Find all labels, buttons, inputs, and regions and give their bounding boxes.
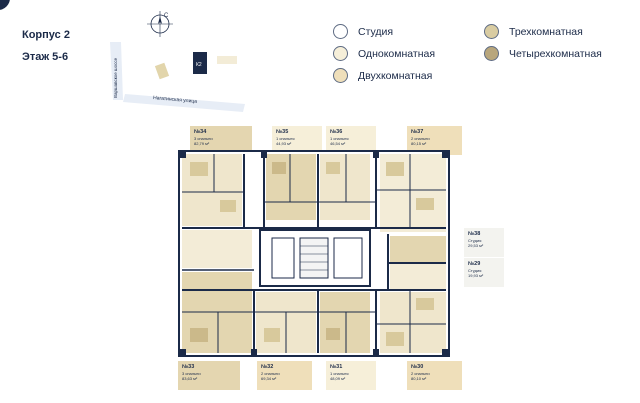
bed-icon [272, 162, 286, 174]
compass-icon: С [147, 11, 173, 37]
sofa-icon [416, 198, 434, 210]
elevator-shaft [271, 237, 295, 279]
apartment-card-29[interactable]: №29 Студия 19,93 м² [464, 258, 504, 287]
bed-icon [386, 332, 404, 346]
legend-item-studio: Студия [333, 24, 393, 39]
legend-swatch [333, 68, 348, 83]
apartment-card-31[interactable]: №31 1 спальня 48,09 м² [326, 361, 376, 390]
floor-plan [178, 150, 450, 357]
building-title: Корпус 2 [22, 29, 70, 41]
staircase [299, 237, 329, 279]
legend-swatch [333, 46, 348, 61]
bed-icon [190, 162, 208, 176]
legend-label: Двухкомнатная [358, 69, 433, 82]
street-label-vertical: Варшавское шоссе [113, 57, 118, 98]
apartment-card-30[interactable]: №30 2 спальни 80,10 м² [407, 361, 462, 390]
bed-icon [326, 328, 340, 340]
legend-swatch [484, 46, 499, 61]
bed-icon [386, 162, 404, 176]
legend-label: Однокомнатная [358, 47, 436, 60]
bed-icon [190, 328, 208, 342]
apartment-area-29[interactable] [390, 264, 446, 290]
apartment-card-38[interactable]: №38 Студия 29,53 м² [464, 228, 504, 257]
apartment-area-corridor-west [182, 230, 252, 268]
legend-item-two-room: Двухкомнатная [333, 68, 432, 83]
apartment-area-38[interactable] [390, 236, 446, 262]
brand-logo-mark [0, 0, 10, 10]
highlighted-building-k2 [193, 52, 207, 74]
legend-swatch [484, 24, 499, 39]
sofa-icon [416, 298, 434, 310]
floor-title: Этаж 5-6 [22, 51, 69, 63]
legend-label: Студия [358, 25, 394, 38]
compass-north-label: С [164, 13, 169, 19]
legend-label: Четырехкомнатная [509, 47, 602, 60]
legend-item-one-room: Однокомнатная [333, 46, 435, 61]
street-label-horizontal: Нагатинская улица [153, 95, 198, 105]
legend-item-four-room: Четырехкомнатная [484, 46, 602, 61]
neighbour-building [154, 62, 170, 80]
apartment-card-33[interactable]: №33 3 спальни 83,63 м² [178, 361, 240, 390]
apartment-card-32[interactable]: №32 2 спальни 69,34 м² [257, 361, 312, 390]
legend-swatch [333, 24, 348, 39]
apartment-area-31[interactable] [320, 292, 370, 353]
legend-item-three-room: Трехкомнатная [484, 24, 583, 39]
elevator-shaft [333, 237, 363, 279]
site-map: К2 Варшавское шоссе Нагатинская улица [110, 42, 245, 112]
building-k2-label: К2 [196, 62, 202, 68]
neighbour-building [217, 56, 237, 64]
bed-icon [220, 200, 236, 212]
bed-icon [264, 328, 280, 342]
legend-label: Трехкомнатная [509, 25, 583, 38]
bed-icon [326, 162, 340, 174]
